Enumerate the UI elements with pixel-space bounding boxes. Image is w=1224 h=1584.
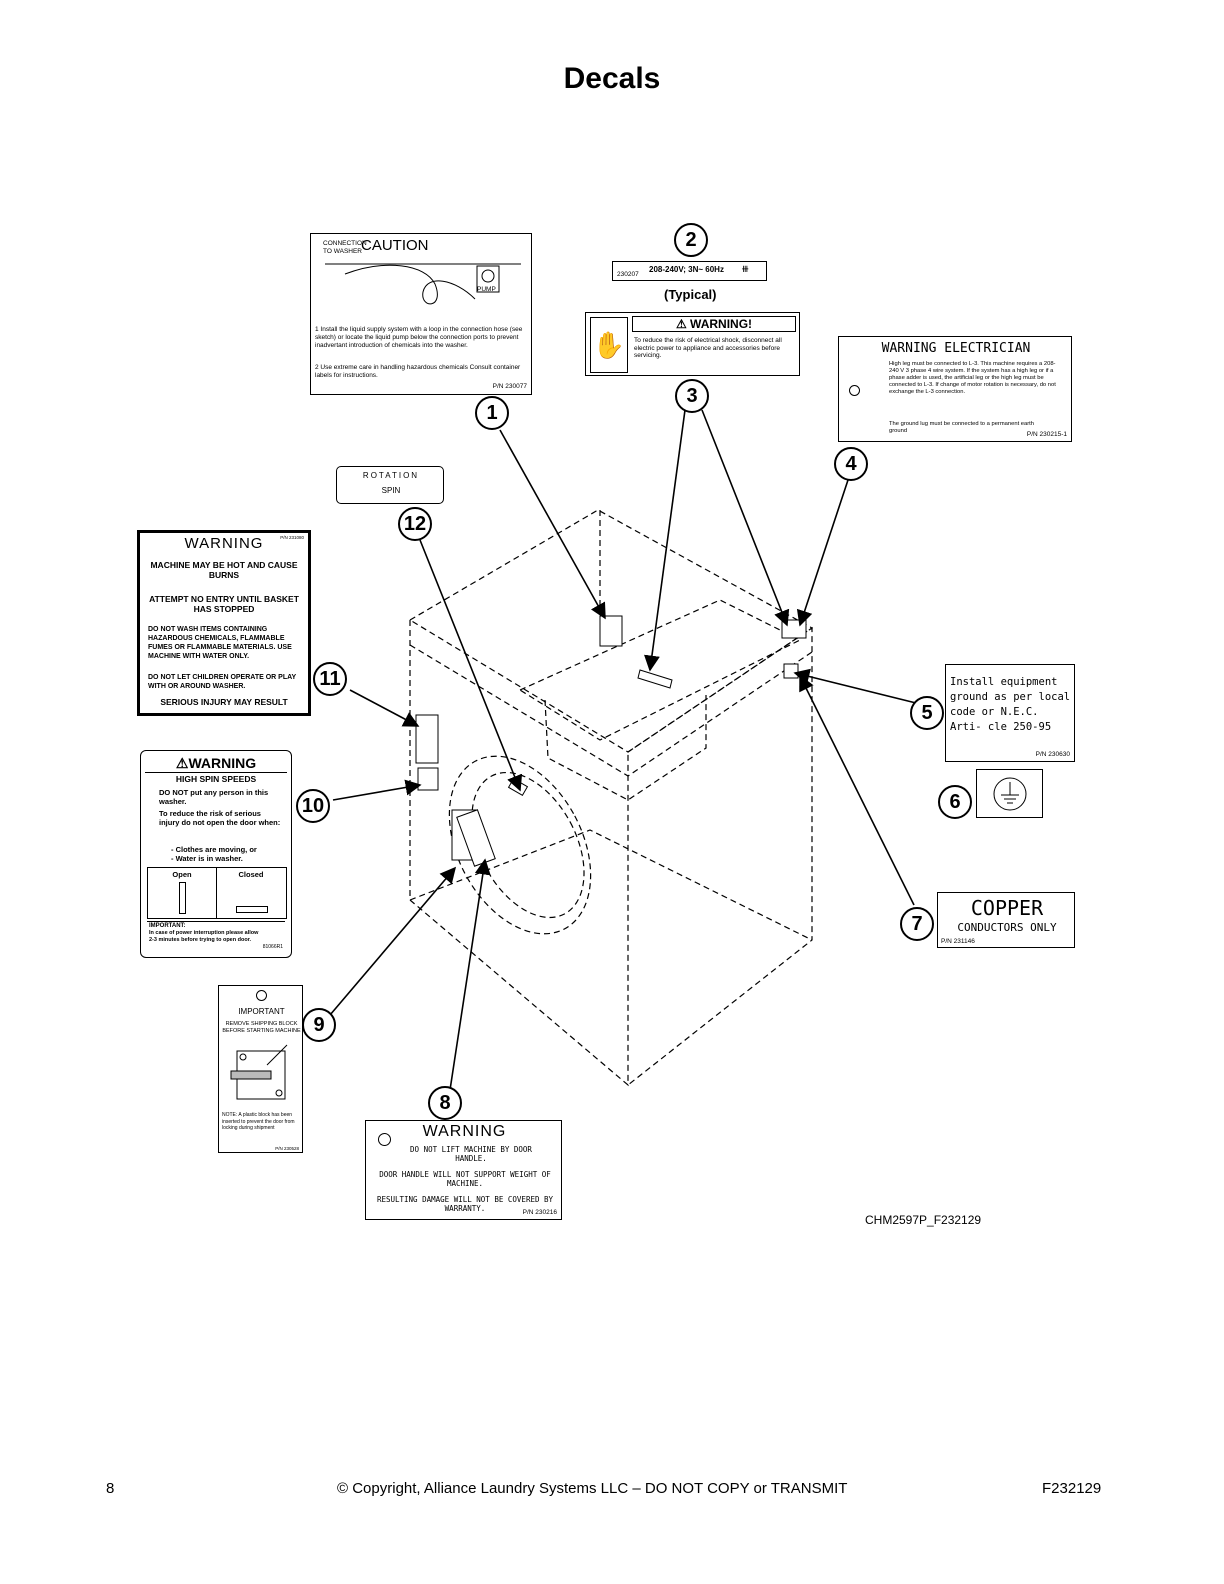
- decal-voltage-rating: 230207 208-240V; 3N~ 60Hz ⧻: [612, 261, 767, 281]
- warning-body-3: To reduce the risk of electrical shock, …: [634, 337, 782, 359]
- decal-install-ground: Install equipment ground as per local co…: [945, 664, 1075, 762]
- callout-4: 4: [834, 447, 868, 481]
- high-spin-line-2: To reduce the risk of serious injury do …: [159, 809, 281, 827]
- callout-5: 5: [910, 696, 944, 730]
- closed-label: Closed: [238, 870, 264, 879]
- connection-label: CONNECTION TO WASHER: [323, 240, 367, 255]
- hot-warning-line-1: MACHINE MAY BE HOT AND CAUSE BURNS: [150, 560, 298, 580]
- high-spin-line-4: - Water is in washer.: [171, 854, 243, 863]
- decal-positions: [415, 615, 807, 867]
- high-spin-line-1: DO NOT put any person in this washer.: [159, 788, 269, 806]
- caution-header: CAUTION: [361, 237, 429, 254]
- decal-warning-hot-machine: P/N 231080 WARNING MACHINE MAY BE HOT AN…: [137, 530, 311, 716]
- lift-warning-line-1: DO NOT LIFT MACHINE BY DOOR HANDLE.: [410, 1145, 532, 1163]
- hot-warning-line-3: DO NOT WASH ITEMS CONTAINING HAZARDOUS C…: [148, 626, 292, 660]
- shipping-part-number: P/N 230528: [275, 1146, 299, 1151]
- shipping-block-sketch: [230, 1044, 288, 1100]
- callout-10: 10: [296, 789, 330, 823]
- shipping-important-header: IMPORTANT: [238, 1007, 285, 1016]
- ground-lug-text: The ground lug must be connected to a pe…: [889, 421, 1035, 434]
- shipping-note: NOTE: A plastic block has been inserted …: [222, 1112, 295, 1131]
- copper-text: COPPER: [970, 896, 1044, 920]
- caution-item-2: 2 Use extreme care in handling hazardous…: [315, 364, 521, 379]
- decal-warning-door-handle: WARNING DO NOT LIFT MACHINE BY DOOR HAND…: [365, 1120, 562, 1220]
- open-handle-icon: [179, 882, 186, 914]
- high-spin-subheader: HIGH SPIN SPEEDS: [175, 774, 257, 784]
- panel-divider: [216, 868, 217, 918]
- closed-handle-icon: [236, 906, 268, 913]
- callout-6: 6: [938, 785, 972, 819]
- page-number: 8: [106, 1480, 115, 1497]
- decal-warning-electrician: WARNING ELECTRICIAN High leg must be con…: [838, 336, 1072, 442]
- warning-header-text-3: WARNING!: [690, 317, 753, 331]
- callout-7: 7: [900, 907, 934, 941]
- copyright-notice: © Copyright, Alliance Laundry Systems LL…: [337, 1480, 848, 1497]
- warning-triangle-icon: ⚠: [175, 755, 189, 771]
- high-spin-header-text: WARNING: [188, 755, 257, 771]
- lift-part-number: P/N 230216: [522, 1209, 557, 1216]
- hot-warning-line-4: DO NOT LET CHILDREN OPERATE OR PLAY WITH…: [148, 674, 297, 690]
- hot-part-number: P/N 231080: [280, 535, 304, 540]
- door-position-panel: Open Closed: [147, 867, 287, 919]
- decal-ground-symbol: [976, 769, 1043, 818]
- callout-2: 2: [674, 223, 708, 257]
- page-title: Decals: [563, 62, 661, 95]
- hot-warning-line-2: ATTEMPT NO ENTRY UNTIL BASKET HAS STOPPE…: [149, 594, 299, 614]
- callout-1: 1: [475, 396, 509, 430]
- caution-item-1: 1 Install the liquid supply system with …: [315, 326, 523, 349]
- electrician-body: High leg must be connected to L-3. This …: [889, 361, 1056, 395]
- leader-lines: [329, 409, 917, 1091]
- callout-11: 11: [313, 662, 347, 696]
- important-label: IMPORTANT:: [149, 923, 186, 929]
- callout-12: 12: [398, 507, 432, 541]
- important-section: IMPORTANT: In case of power interruption…: [147, 921, 285, 954]
- decal-caution-liquid-supply: CONNECTION TO WASHER CAUTION PUMP 1 Inst…: [310, 233, 532, 395]
- warning-triangle-icon: ⚠: [675, 317, 687, 331]
- spin-label: SPIN: [381, 486, 401, 495]
- hot-warning-line-5: SERIOUS INJURY MAY RESULT: [160, 697, 288, 707]
- rotation-label: ROTATION: [362, 471, 420, 480]
- callout-3: 3: [675, 379, 709, 413]
- conductors-only-text: CONDUCTORS ONLY: [957, 921, 1057, 934]
- document-id: F232129: [1042, 1480, 1102, 1497]
- lift-warning-header: WARNING: [422, 1123, 507, 1140]
- decal-rotation-spin: ROTATION SPIN: [336, 466, 444, 504]
- caution-part-number: P/N 230077: [492, 383, 527, 390]
- high-spin-part-number: 81066R1: [262, 944, 283, 950]
- drawing-id: CHM2597P_F232129: [865, 1213, 982, 1227]
- mounting-hole: [849, 385, 860, 396]
- open-label: Open: [172, 870, 192, 879]
- washer-outline: [408, 509, 814, 1087]
- hot-warning-header: WARNING: [184, 535, 264, 552]
- hose-loop-sketch: [325, 263, 521, 305]
- callout-8: 8: [428, 1086, 462, 1120]
- voltage-rating-text: 208-240V; 3N~ 60Hz: [649, 265, 724, 274]
- install-ground-text: Install equipment ground as per local co…: [950, 676, 1071, 733]
- mounting-hole: [378, 1133, 391, 1146]
- pump-label: PUMP: [477, 286, 496, 293]
- high-spin-header: ⚠WARNING: [145, 755, 287, 773]
- copper-part-number: P/N 231146: [941, 938, 975, 945]
- decal-warning-electrical-shock: ✋ ⚠ WARNING! To reduce the risk of elect…: [585, 312, 800, 376]
- lift-warning-line-2: DOOR HANDLE WILL NOT SUPPORT WEIGHT OF M…: [379, 1170, 551, 1188]
- earth-ground-icon: [993, 777, 1027, 811]
- important-body: In case of power interruption please all…: [149, 930, 259, 943]
- typical-note: (Typical): [664, 287, 717, 302]
- decal-copper-conductors: COPPER CONDUCTORS ONLY P/N 231146: [937, 892, 1075, 948]
- electrician-header: WARNING ELECTRICIAN: [881, 341, 1031, 356]
- mounting-hole: [256, 990, 267, 1001]
- high-spin-line-3: - Clothes are moving, or: [171, 845, 257, 854]
- electrician-part-number: P/N 230215-1: [1026, 431, 1067, 438]
- hand-shock-icon: ✋: [590, 317, 628, 373]
- install-ground-part-number: P/N 230630: [1035, 751, 1070, 758]
- lift-warning-line-3: RESULTING DAMAGE WILL NOT BE COVERED BY …: [376, 1195, 554, 1213]
- ground-hash-icon: ⧻: [741, 264, 750, 275]
- decal-warning-high-spin: ⚠WARNING HIGH SPIN SPEEDS DO NOT put any…: [140, 750, 292, 958]
- shipping-instruction: REMOVE SHIPPING BLOCK BEFORE STARTING MA…: [222, 1021, 301, 1034]
- warning-header-3: ⚠ WARNING!: [632, 316, 796, 332]
- decal-shipping-block: IMPORTANT REMOVE SHIPPING BLOCK BEFORE S…: [218, 985, 303, 1153]
- voltage-code: 230207: [617, 271, 639, 278]
- callout-9: 9: [302, 1008, 336, 1042]
